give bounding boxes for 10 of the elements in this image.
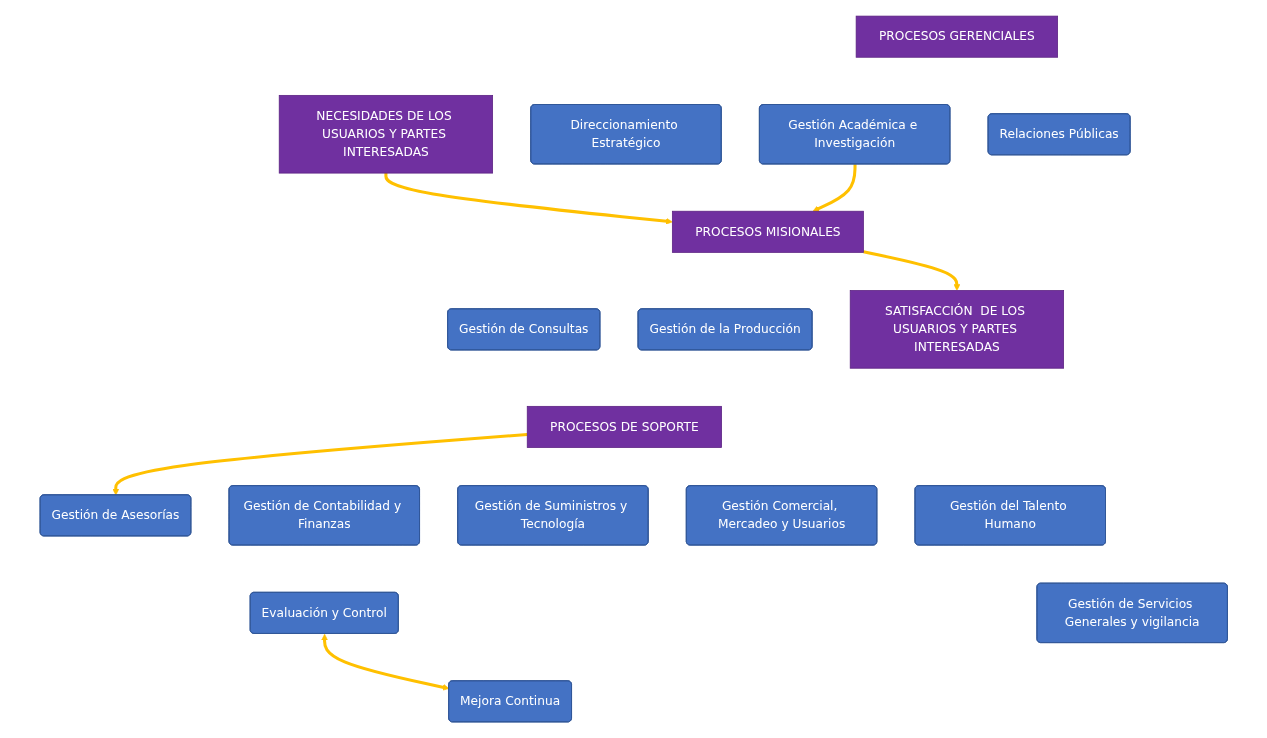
node-box: PROCESOS DE SOPORTE bbox=[526, 405, 722, 448]
node-box: PROCESOS GERENCIALES bbox=[855, 15, 1058, 58]
arrow bbox=[812, 164, 857, 212]
node-box: SATISFACCIÓN DE LOS USUARIOS Y PARTES INTERESADAS bbox=[849, 290, 1064, 369]
arrow bbox=[112, 432, 528, 496]
node-box: PROCESOS MISIONALES bbox=[671, 210, 864, 253]
arrow bbox=[862, 250, 960, 291]
arrow bbox=[320, 633, 450, 691]
arrow bbox=[384, 173, 673, 225]
node-box: NECESIDADES DE LOS USUARIOS Y PARTES INTERESADAS bbox=[278, 95, 493, 174]
